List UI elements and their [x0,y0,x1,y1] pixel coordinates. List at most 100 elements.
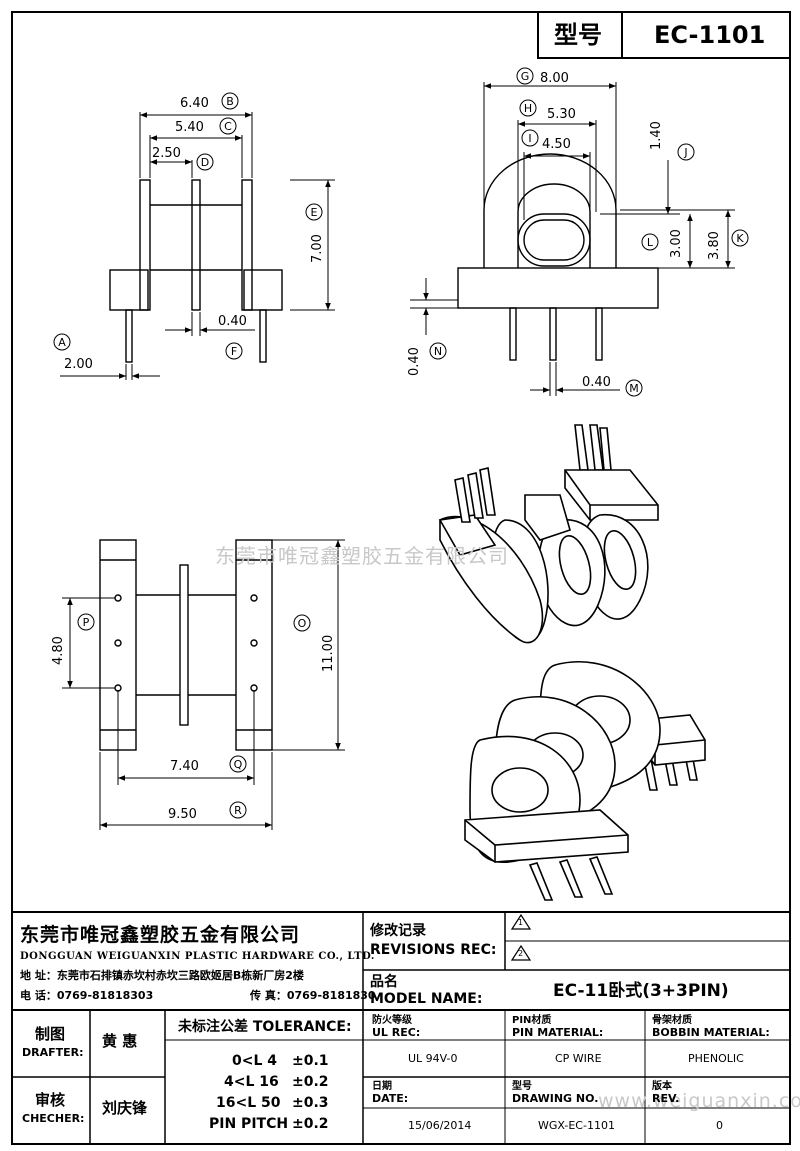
tolerance-value-1: ±0.1 [292,1053,329,1069]
model-name-label-cn: 品名 [370,974,398,990]
tolerance-value-3: ±0.3 [292,1095,329,1111]
checker-label-cn: 审核 [35,1091,66,1109]
circle-letter-q: Q [234,758,243,771]
tolerance-range-1: 0<L 4 [232,1053,278,1069]
circle-label-g [516,67,534,85]
circle-letter-m: M [629,382,639,395]
tolerance-range-2: 4<L 16 [224,1074,279,1090]
circle-letter-l: L [647,236,654,249]
revision-mark-2: 2 [518,949,524,958]
circle-label-c [219,117,237,135]
date-label-cn: 日期 [372,1081,392,1092]
dim-A: 2.00 [64,357,93,372]
circle-letter-e: E [311,206,318,219]
isometric-view-lower [464,660,706,901]
dim-N: 0.40 [407,347,422,376]
circle-letter-o: O [298,617,307,630]
circle-label-i [521,129,539,147]
circle-label-k [731,229,749,247]
date-value: 15/06/2014 [408,1119,472,1132]
tolerance-label: 未标注公差 TOLERANCE: [178,1019,352,1035]
dim-B: 6.40 [180,96,209,111]
dim-R: 9.50 [168,807,197,822]
circle-letter-i: I [528,132,531,145]
bobbin-label-cn: 骨架材质 [652,1015,692,1026]
revisions-label-en: REVISIONS REC: [370,942,497,958]
circle-label-h [519,99,537,117]
dim-J: 1.40 [649,121,664,150]
circle-label-a [53,333,71,351]
checker-label-en: CHECHER: [22,1112,85,1125]
front-view [60,112,335,380]
rev-label-cn: 版本 [652,1081,672,1092]
title-block-grid [12,911,790,1144]
dim-D: 2.50 [152,146,181,161]
circle-label-p [77,613,95,631]
circle-letter-j: J [683,146,687,159]
tolerance-range-4: PIN PITCH [209,1116,289,1132]
tolerance-value-2: ±0.2 [292,1074,329,1090]
dim-I: 4.50 [542,137,571,152]
drafter-label-cn: 制图 [35,1025,66,1043]
dim-L: 3.00 [669,229,684,258]
circle-letter-h: H [524,102,532,115]
company-phone: 电 话：0769-81818303 [20,989,154,1002]
circle-label-b [221,92,239,110]
circle-letter-k: K [736,232,744,245]
circle-letter-d: D [201,156,209,169]
circle-label-n [429,342,447,360]
watermark-company: 东莞市唯冠鑫塑胶五金有限公司 [215,544,509,568]
dim-H: 5.30 [547,107,576,122]
circle-label-o [293,614,311,632]
bobbin-value: PHENOLIC [688,1052,744,1065]
circle-letter-a: A [58,336,66,349]
pin-value: CP WIRE [555,1052,602,1065]
circle-label-m [625,379,643,397]
circle-letter-n: N [434,345,442,358]
checker-name: 刘庆锋 [102,1099,148,1117]
type-label: 型号 [554,21,602,49]
model-name-value: EC-11卧式(3+3PIN) [553,981,729,1001]
ul-label-cn: 防火等级 [372,1015,412,1026]
circle-label-q [229,755,247,773]
model-name-label-en: MODEL NAME: [370,991,483,1007]
pin-label-en: PIN MATERIAL: [512,1026,604,1039]
dim-Q: 7.40 [170,759,199,774]
company-name-cn: 东莞市唯冠鑫塑胶五金有限公司 [20,924,301,946]
ul-label-en: UL REC: [372,1026,421,1039]
model-number: EC-1101 [654,21,766,49]
dim-E: 7.00 [310,234,325,263]
isometric-view-upper [438,424,659,644]
circle-letter-r: R [234,804,242,817]
drafter-label-en: DRAFTER: [22,1046,84,1059]
company-fax: 传 真：0769-8181830 [250,989,376,1002]
dim-G: 8.00 [540,71,569,86]
dim-K: 3.80 [707,231,722,260]
dim-O: 11.00 [321,634,336,672]
circle-letter-f: F [231,345,237,358]
tolerance-value-4: ±0.2 [292,1116,329,1132]
dim-F: 0.40 [218,314,247,329]
rev-label-en: REV. [652,1092,680,1105]
dim-P: 4.80 [51,636,66,665]
circle-label-f [225,342,243,360]
sheet-border [11,11,791,1145]
pin-label-cn: PIN材质 [512,1015,552,1026]
company-address: 地 址：东莞市石排镇赤坎村赤坎三路欧姬居B栋新厂房2楼 [20,969,304,982]
circle-letter-g: G [521,70,530,83]
tolerance-range-3: 16<L 50 [216,1095,281,1111]
circle-label-r [229,801,247,819]
revisions-label-cn: 修改记录 [370,923,426,939]
ul-value: UL 94V-0 [408,1052,458,1065]
company-name-en: DONGGUAN WEIGUANXIN PLASTIC HARDWARE CO.… [20,951,375,962]
rev-value: 0 [716,1119,723,1132]
date-label-en: DATE: [372,1092,409,1105]
side-view [410,82,735,396]
circle-label-e [305,203,323,221]
circle-label-l [641,233,659,251]
watermark-url: www.weiguanxin.com [598,1090,800,1112]
dim-C: 5.40 [175,120,204,135]
drafter-name: 黄 惠 [102,1032,138,1050]
